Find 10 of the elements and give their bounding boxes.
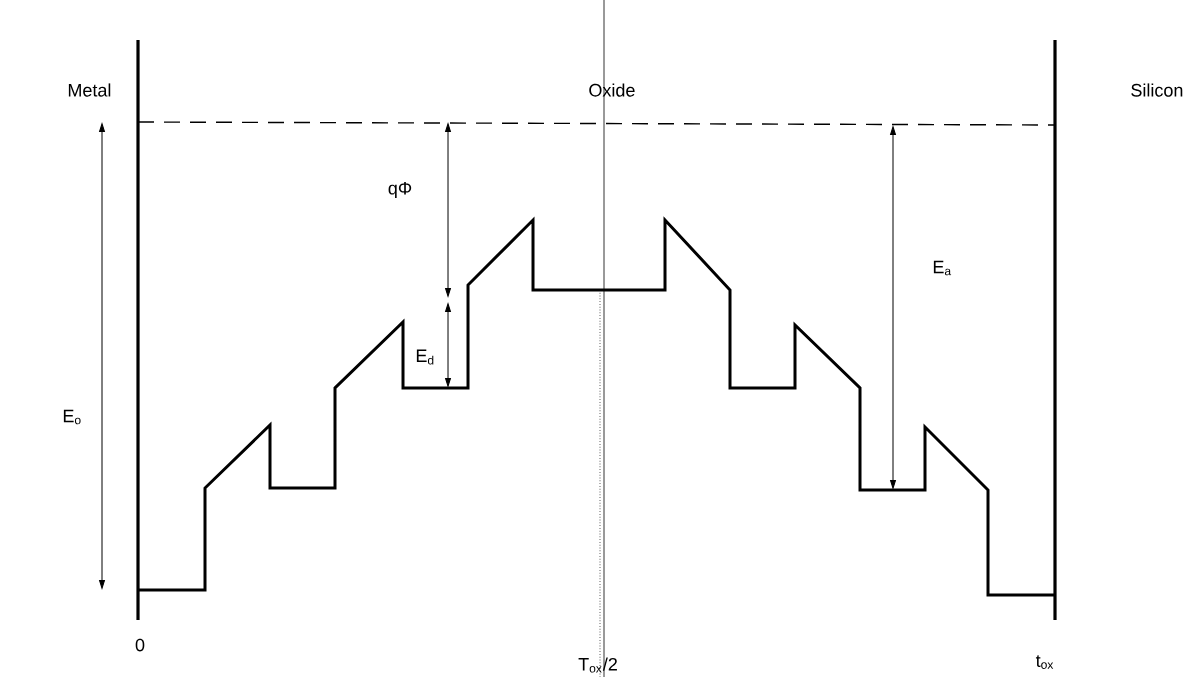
axis-label: t$_{ox}$ xyxy=(1035,655,1054,669)
region-label: Oxide xyxy=(589,83,635,97)
dimension-label: E$_{o}$ xyxy=(63,409,81,425)
dimension-label: E$_{d}$ xyxy=(416,349,434,365)
dimension-label: E$_{a}$ xyxy=(933,260,952,276)
axis-label: 0 xyxy=(135,638,145,652)
axis-label: T$_{ox}$/2 xyxy=(578,657,617,673)
dimension-label: qΦ xyxy=(388,181,412,199)
region-label: Silicon xyxy=(1131,83,1183,97)
region-label: Metal xyxy=(68,83,111,97)
